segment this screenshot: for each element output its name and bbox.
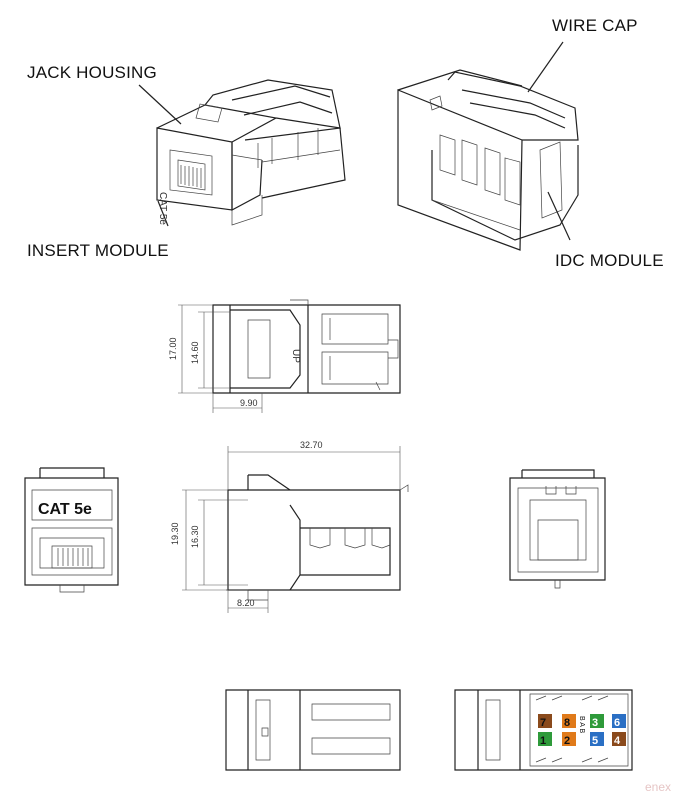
pin-block-brown-bottom — [612, 732, 626, 746]
pin-label-8: 8 — [564, 717, 570, 729]
dim-side-height-inner: 16.30 — [190, 525, 200, 548]
callout-idc-module: IDC MODULE — [555, 251, 664, 270]
side-cat-mark: CAT 5e — [157, 192, 168, 225]
dim-side-length: 32.70 — [300, 440, 323, 450]
dim-side-depth: 8.20 — [237, 598, 255, 608]
watermark: enex — [644, 780, 671, 794]
top-view: UP 17.00 14.60 9.90 — [168, 299, 401, 413]
dim-top-height-outer: 17.00 — [168, 337, 178, 360]
pin-block-green-top — [590, 714, 604, 728]
callout-jack-housing: JACK HOUSING — [27, 63, 157, 82]
pin-block-brown — [538, 714, 552, 728]
bottom-view-cap — [225, 689, 401, 771]
pin-block-green-bottom — [538, 732, 552, 746]
pin-label-3: 3 — [592, 717, 598, 729]
rear-view — [509, 469, 606, 589]
pin-letters: B A B — [578, 716, 585, 733]
pin-label-7: 7 — [540, 717, 546, 729]
callout-insert-module: INSERT MODULE — [27, 241, 169, 260]
pin-label-6: 6 — [614, 717, 620, 729]
side-view: 32.70 19.30 16.30 8.20 — [170, 440, 409, 613]
cat-label: CAT 5e — [38, 501, 92, 518]
pin-block-blue-top — [612, 714, 626, 728]
callout-wire-cap: WIRE CAP — [552, 16, 638, 35]
pin-block-orange — [562, 714, 576, 728]
dim-top-depth: 9.90 — [240, 398, 258, 408]
bottom-view-idc: 7 1 8 2 B A B 3 5 6 4 — [454, 689, 633, 771]
dim-top-height-inner: 14.60 — [190, 341, 200, 364]
pin-block-orange-bottom — [562, 732, 576, 746]
dim-side-height-outer: 19.30 — [170, 522, 180, 545]
pin-label-5: 5 — [592, 735, 598, 747]
front-view: CAT 5e — [24, 467, 119, 593]
pin-label-1: 1 — [540, 735, 546, 747]
pin-label-2: 2 — [564, 735, 570, 747]
perspective-view-front: CAT 5e — [138, 79, 346, 227]
pin-block-blue-bottom — [590, 732, 604, 746]
pin-label-4: 4 — [614, 735, 621, 747]
perspective-view-back — [397, 41, 579, 251]
up-mark: UP — [290, 349, 301, 363]
